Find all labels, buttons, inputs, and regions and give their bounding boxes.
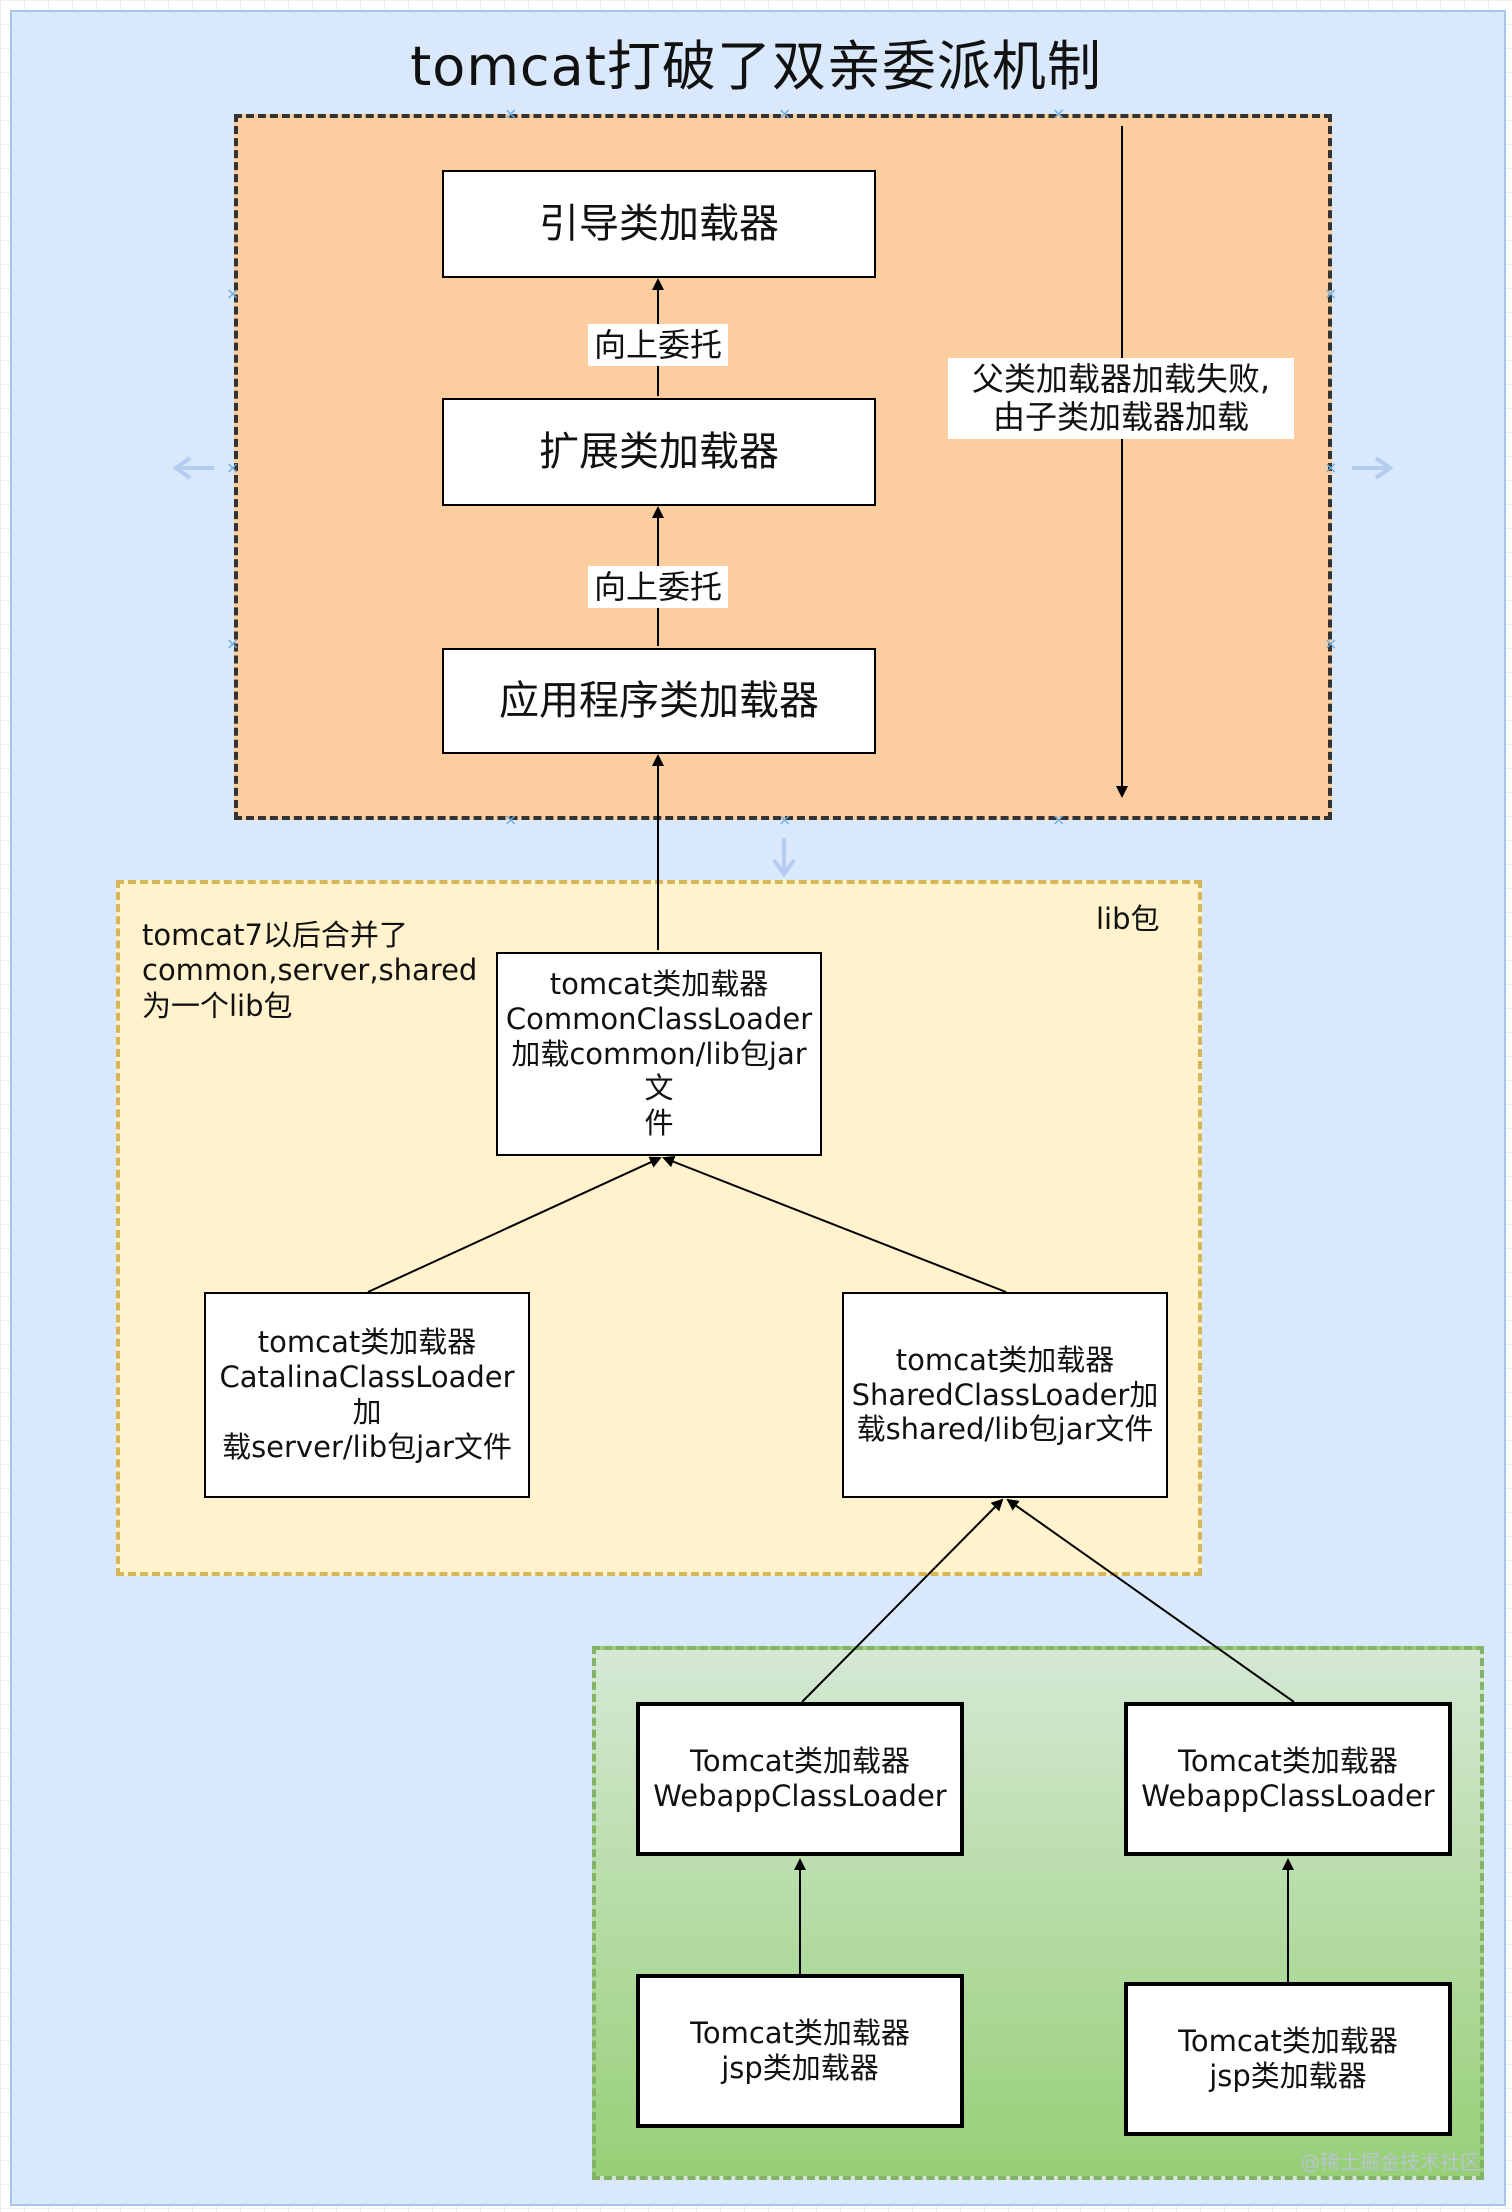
bootstrap-classloader-box[interactable]: 引导类加载器 <box>442 170 876 278</box>
jsp-classloader-label: Tomcat类加载器 jsp类加载器 <box>1178 2024 1398 2093</box>
fallback-label: 父类加载器加载失败, 由子类加载器加载 <box>948 358 1294 439</box>
catalina-classloader-box[interactable]: tomcat类加载器 CatalinaClassLoader加 载server/… <box>204 1292 530 1498</box>
jsp-classloader-box-left[interactable]: Tomcat类加载器 jsp类加载器 <box>636 1974 964 2128</box>
catalina-classloader-label: tomcat类加载器 CatalinaClassLoader加 载server/… <box>219 1325 515 1464</box>
handle-mark: × <box>1324 458 1338 477</box>
delegate-up-label: 向上委托 <box>588 566 728 609</box>
diagram-title: tomcat打破了双亲委派机制 <box>410 35 1102 98</box>
application-classloader-label: 应用程序类加载器 <box>499 678 819 724</box>
bootstrap-classloader-label: 引导类加载器 <box>539 201 779 247</box>
lib-tag: lib包 <box>1096 902 1160 936</box>
webapp-classloader-box-left[interactable]: Tomcat类加载器 WebappClassLoader <box>636 1702 964 1856</box>
delegate-up-label: 向上委托 <box>588 324 728 367</box>
handle-mark: × <box>778 810 792 829</box>
handle-mark: × <box>226 284 240 303</box>
handle-mark: × <box>226 634 240 653</box>
shared-classloader-box[interactable]: tomcat类加载器 SharedClassLoader加 载shared/li… <box>842 1292 1168 1498</box>
lib-merge-note: tomcat7以后合并了 common,server,shared 为一个lib… <box>142 918 478 1023</box>
handle-mark: × <box>1052 104 1066 123</box>
handle-mark: × <box>1324 634 1338 653</box>
extension-classloader-label: 扩展类加载器 <box>539 429 779 475</box>
handle-mark: × <box>1324 284 1338 303</box>
webapp-classloader-label: Tomcat类加载器 WebappClassLoader <box>1141 1744 1435 1813</box>
application-classloader-box[interactable]: 应用程序类加载器 <box>442 648 876 754</box>
jsp-classloader-label: Tomcat类加载器 jsp类加载器 <box>690 2016 910 2085</box>
handle-mark: × <box>504 104 518 123</box>
handle-mark: × <box>504 810 518 829</box>
webapp-classloader-label: Tomcat类加载器 WebappClassLoader <box>653 1744 947 1813</box>
handle-mark: × <box>1052 810 1066 829</box>
jsp-classloader-box-right[interactable]: Tomcat类加载器 jsp类加载器 <box>1124 1982 1452 2136</box>
handle-mark: × <box>226 458 240 477</box>
extension-classloader-box[interactable]: 扩展类加载器 <box>442 398 876 506</box>
watermark: @稀土掘金技术社区 <box>1300 2150 1480 2174</box>
shared-classloader-label: tomcat类加载器 SharedClassLoader加 载shared/li… <box>851 1342 1159 1447</box>
common-classloader-box[interactable]: tomcat类加载器 CommonClassLoader 加载common/li… <box>496 952 822 1156</box>
webapp-classloader-box-right[interactable]: Tomcat类加载器 WebappClassLoader <box>1124 1702 1452 1856</box>
common-classloader-label: tomcat类加载器 CommonClassLoader 加载common/li… <box>505 967 813 1141</box>
handle-mark: × <box>778 104 792 123</box>
